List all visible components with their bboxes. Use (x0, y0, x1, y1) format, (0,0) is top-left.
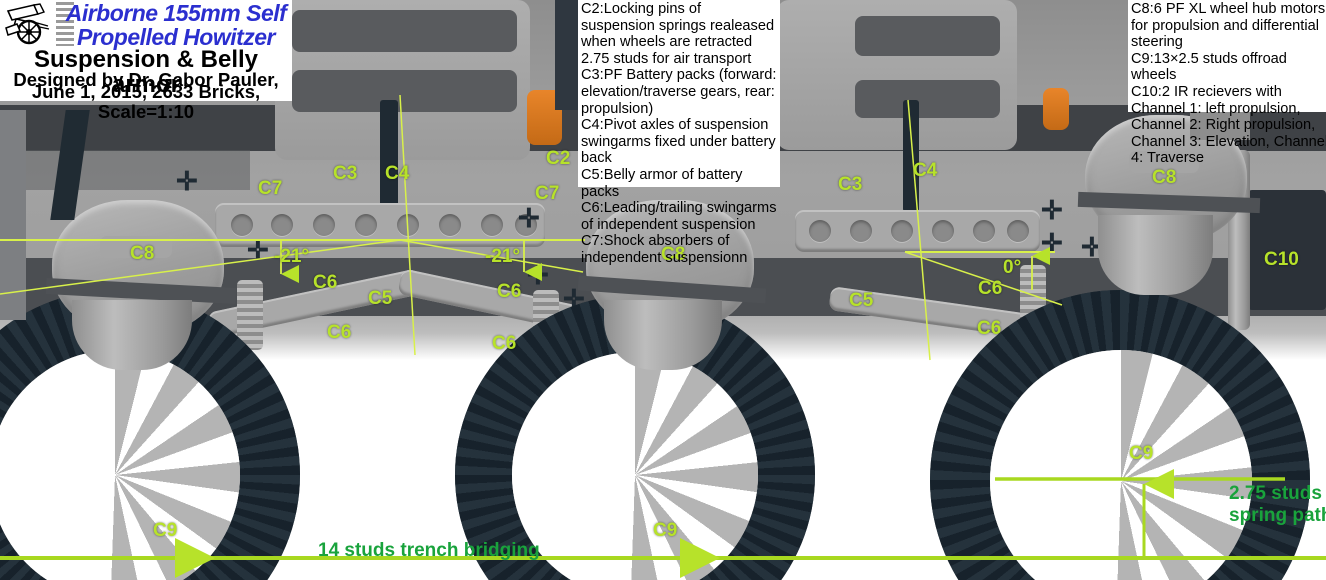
logo-streak (56, 2, 74, 46)
callout-c6-d: C6 (492, 333, 517, 354)
battery-mid-beam-right (855, 80, 1000, 118)
designer-line: Designed by Dr. Gabor Pauler, (13, 69, 279, 90)
spring-path-label-line1: 2.75 studs (1229, 483, 1322, 504)
hub-body-center (604, 300, 722, 370)
axle-cross-7: ✛ (1041, 228, 1063, 258)
axle-cross-3: ✛ (518, 203, 540, 233)
axle-cross-2: ✛ (247, 235, 269, 265)
callout-c8-right: C8 (1152, 167, 1177, 188)
battery-top-beam-right (855, 16, 1000, 56)
axle-cross-6: ✛ (1041, 195, 1063, 225)
hub-body-left (72, 300, 192, 370)
brand-title-line2: Propelled Howitzer (76, 24, 276, 50)
callout-c6-e: C6 (978, 278, 1003, 299)
callout-c9-right: C9 (1129, 443, 1154, 464)
callout-c5-left: C5 (368, 288, 393, 309)
ir-receiver (1248, 190, 1326, 310)
angle-label-center: -21° (485, 246, 521, 267)
callout-c6-c: C6 (497, 281, 522, 302)
callout-c4-right: C4 (913, 160, 938, 181)
callout-c7-center: C7 (535, 183, 560, 204)
legend-note-right: C8:6 PF XL wheel hub motors for propulsi… (1128, 0, 1326, 166)
axle-cross-1: ✛ (176, 166, 198, 196)
callout-c9-center: C9 (653, 520, 678, 541)
callout-c6-b: C6 (327, 322, 352, 343)
battery-mid-beam-left (292, 70, 517, 112)
pivot-axle-left (380, 100, 398, 215)
rim-center (512, 352, 758, 580)
callout-c7-left: C7 (258, 178, 283, 199)
callout-c6-a: C6 (313, 272, 338, 293)
callout-c9-left: C9 (153, 520, 178, 541)
callout-c3-right: C3 (838, 174, 863, 195)
meta-line: June 1, 2015, 2633 Bricks, Scale=1:10 (31, 81, 261, 122)
callout-c4-left: C4 (385, 163, 410, 184)
callout-c8-left: C8 (130, 243, 155, 264)
callout-c10: C10 (1264, 249, 1299, 270)
left-plate (0, 150, 250, 190)
callout-c5-right: C5 (849, 290, 874, 311)
title-card: Airborne 155mm Self Propelled Howitzer S… (0, 0, 292, 122)
subject-title: Suspension & Belly armor (33, 46, 259, 98)
locking-pin-right (1043, 88, 1069, 130)
axle-cross-4: ✛ (527, 260, 549, 290)
left-edge-frame (0, 110, 26, 320)
legend-note-center: C2:Locking pins of suspension springs re… (578, 0, 780, 266)
cannon-icon (5, 3, 50, 45)
spring-path-label-line2: spring path (1229, 505, 1326, 526)
trench-bridging-label: 14 studs trench bridging (318, 540, 540, 561)
pivot-axle-right (903, 100, 919, 212)
axle-cross-8: ✛ (1081, 232, 1103, 262)
callout-c2: C2 (546, 148, 571, 169)
hub-body-right (1098, 215, 1213, 295)
callout-c6-f: C6 (977, 318, 1002, 339)
callout-c8-center: C8 (661, 244, 685, 266)
angle-label-right: 0° (1003, 257, 1022, 278)
brand-title-line1: Airborne 155mm Self (65, 0, 287, 26)
rim-right (990, 350, 1252, 580)
battery-top-beam-left (292, 10, 517, 52)
brand-title: Airborne 155mm Self Propelled Howitzer (60, 1, 292, 49)
swingarm-beam-right (795, 210, 1040, 252)
callout-c3-left: C3 (333, 163, 358, 184)
angle-label-left: -21° (274, 246, 310, 267)
